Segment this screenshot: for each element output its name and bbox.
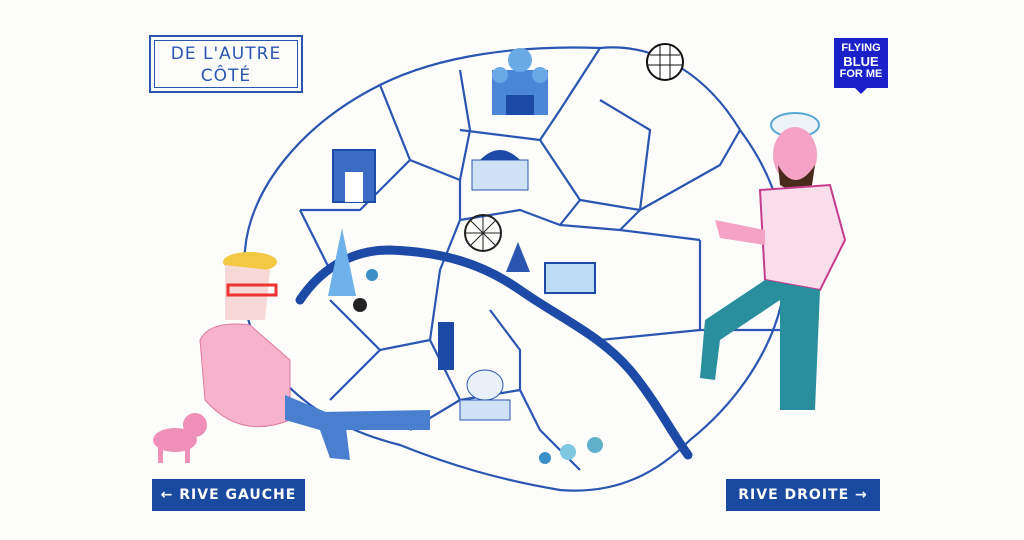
opera-icon [471,150,529,191]
montparnasse-tower-icon [438,322,454,370]
arrow-left-icon: ← [160,487,174,503]
logo-line-3: FOR ME [839,68,883,80]
geode-icon [646,43,684,81]
district-lines [299,47,780,471]
arrow-right-icon: → [855,487,868,503]
seine-river [295,245,693,460]
title-line-1: DE L'AUTRE [170,44,282,64]
landmarks [328,43,684,464]
flying-blue-logo: FLYING BLUE FOR ME [834,38,888,94]
ferris-wheel-icon [464,214,502,252]
sacre-coeur-icon [492,48,548,115]
eiffel-tower-icon [328,228,356,296]
man-illustration [700,112,847,410]
trees-icon [353,269,603,464]
lion-statue-icon [459,369,511,421]
title-line-2: CÔTÉ [200,66,252,86]
logo-line-1: FLYING [841,42,881,54]
pompidou-icon [544,262,596,294]
rive-gauche-button[interactable]: ← RIVE GAUCHE [152,479,305,511]
rive-gauche-label: RIVE GAUCHE [179,487,297,503]
logo-line-2: BLUE [843,54,879,69]
map-title: DE L'AUTRE CÔTÉ [149,35,303,93]
louvre-pyramid-icon [506,242,530,272]
woman-illustration [199,252,430,460]
rive-droite-button[interactable]: RIVE DROITE → [726,479,880,511]
dog-illustration [153,413,207,463]
rive-droite-label: RIVE DROITE [738,487,850,503]
arc-de-triomphe-icon [332,149,376,203]
